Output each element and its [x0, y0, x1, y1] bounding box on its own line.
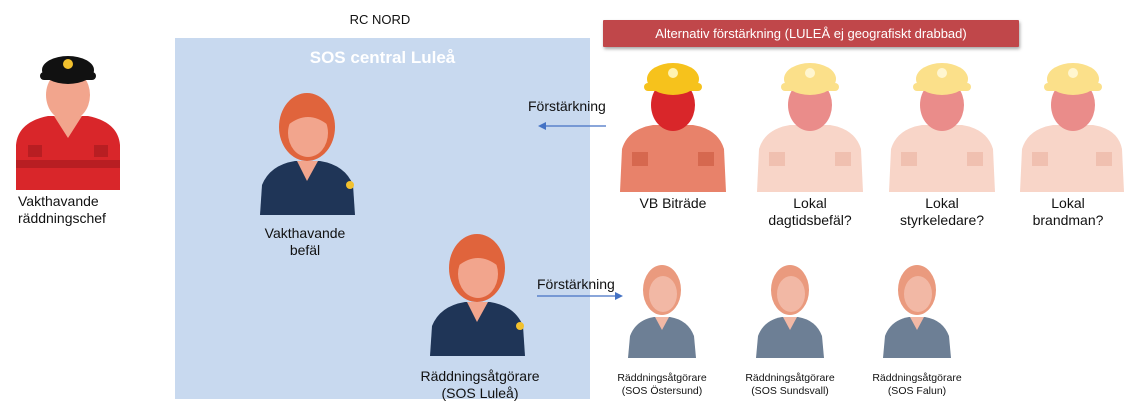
- chief-label: Vakthavande räddningschef: [18, 193, 106, 226]
- falun-label: Räddningsåtgörare (SOS Falun): [872, 372, 962, 397]
- bottom-arrow-label: Förstärkning: [537, 276, 615, 292]
- falun-person-icon: [883, 265, 951, 358]
- sos-central-title: SOS central Luleå: [309, 48, 456, 67]
- ostersund-label: Räddningsåtgörare (SOS Östersund): [617, 372, 707, 397]
- lokal-dagtid-firefighter-icon: [757, 63, 863, 192]
- sundsvall-person-icon: [756, 265, 824, 358]
- rc-title: RC NORD: [349, 12, 411, 27]
- sundsvall-label: Räddningsåtgörare (SOS Sundsvall): [745, 372, 835, 397]
- top-arrow-label: Förstärkning: [528, 98, 606, 114]
- raddning-lulea-person-icon: [430, 234, 525, 356]
- lokal-styrkeledare-firefighter-icon: [889, 63, 995, 192]
- chief-firefighter-icon: [16, 56, 120, 190]
- lokal-brandman-label: Lokal brandman?: [1032, 195, 1104, 228]
- vb-befal-label: Vakthavande befäl: [264, 225, 346, 258]
- ostersund-person-icon: [628, 265, 696, 358]
- vb-befal-person-icon: [260, 93, 355, 215]
- vb-bitrade-label: VB Biträde: [639, 195, 707, 211]
- lokal-styrkeledare-label: Lokal styrkeledare?: [899, 195, 985, 228]
- alternative-banner: Alternativ förstärkning (LULEÅ ej geogra…: [603, 20, 1019, 47]
- vb-bitrade-firefighter-icon: [620, 63, 726, 192]
- lokal-dagtid-label: Lokal dagtidsbefäl?: [768, 195, 852, 228]
- lokal-brandman-firefighter-icon: [1020, 63, 1124, 192]
- bottom-arrow: [537, 292, 623, 300]
- top-arrow: [538, 122, 606, 130]
- raddning-lulea-label: Räddningsåtgörare (SOS Luleå): [420, 368, 540, 401]
